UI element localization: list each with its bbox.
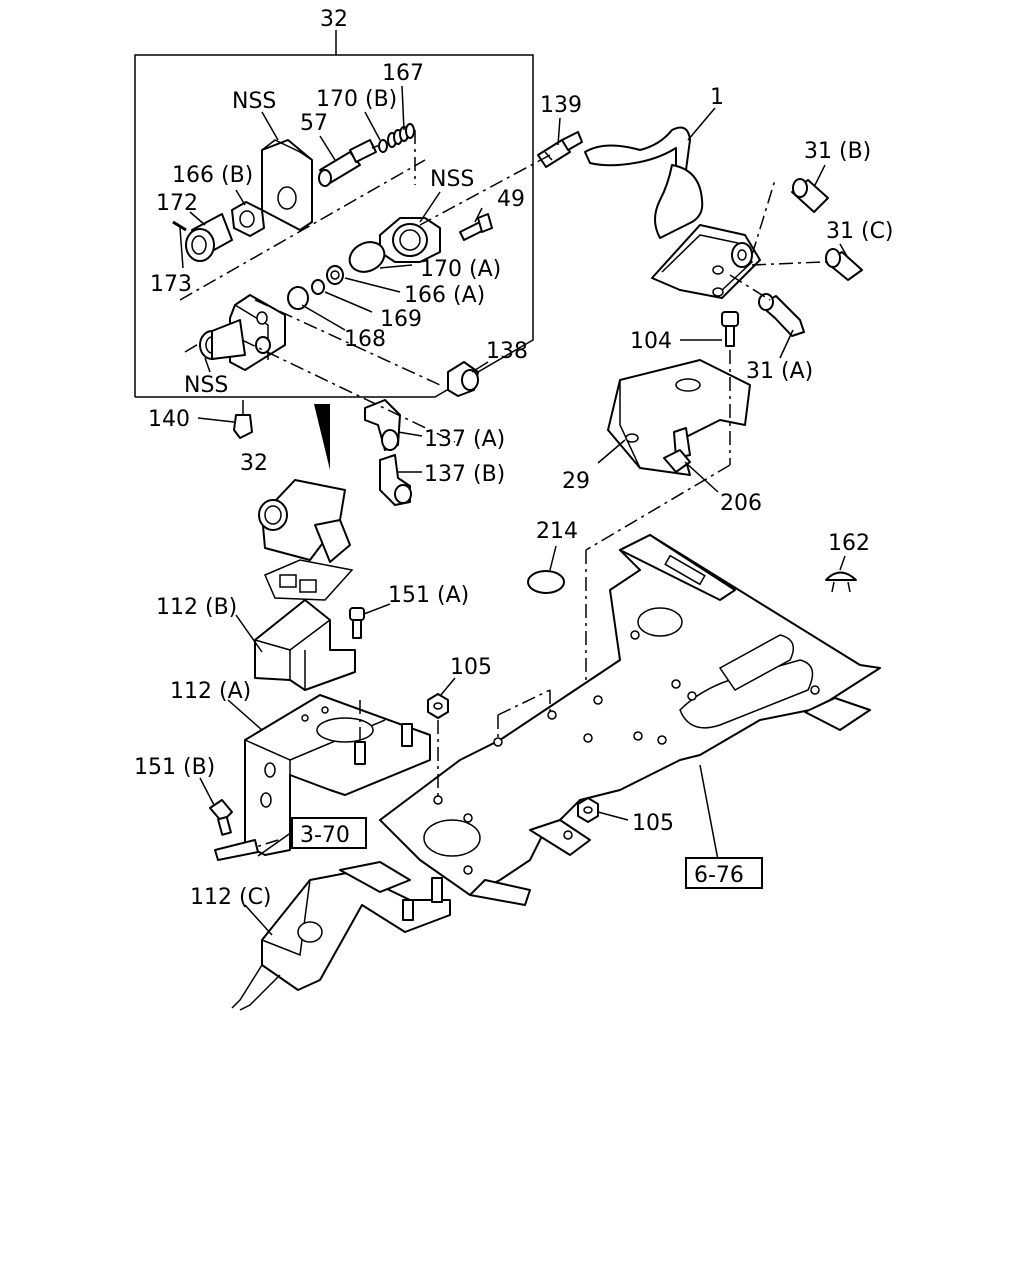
fitting-31a	[758, 293, 805, 337]
label-137b: 137 (B)	[424, 462, 505, 487]
label-166a: 166 (A)	[404, 283, 485, 308]
label-1: 1	[710, 85, 724, 110]
elbow-137a	[364, 399, 401, 451]
callout-labels: 32 167 NSS 170 (B) 57 166 (B) NSS 172 49…	[134, 7, 894, 910]
bracket-112c	[231, 861, 451, 1011]
o-ring-170a	[348, 241, 386, 273]
label-49: 49	[497, 187, 525, 212]
label-57: 57	[300, 111, 328, 136]
label-32-top: 32	[320, 7, 348, 32]
label-3-70: 3-70	[300, 823, 350, 848]
label-167: 167	[382, 61, 424, 86]
label-104: 104	[630, 329, 672, 354]
plate-nss	[261, 139, 313, 231]
nut-166a	[326, 265, 344, 285]
label-139: 139	[540, 93, 582, 118]
label-nss-valve: NSS	[184, 373, 228, 398]
nut-105-lower	[577, 797, 599, 823]
flange-nss	[379, 217, 441, 263]
elbow-137b	[379, 454, 412, 506]
label-151a: 151 (A)	[388, 583, 469, 608]
label-140: 140	[148, 407, 190, 432]
ref-box-6-76	[685, 857, 763, 889]
label-170a: 170 (A)	[420, 257, 501, 282]
bolt-49	[459, 213, 493, 241]
bolt-151b	[209, 799, 233, 836]
clip-162	[825, 571, 857, 593]
label-162: 162	[828, 531, 870, 556]
label-151b: 151 (B)	[134, 755, 215, 780]
label-206: 206	[720, 491, 762, 516]
ref-box-3-70	[291, 817, 367, 849]
label-nss-plate: NSS	[232, 89, 276, 114]
label-105-lower: 105	[632, 811, 674, 836]
spring-167	[387, 123, 415, 148]
label-137a: 137 (A)	[424, 427, 505, 452]
fitting-31b	[791, 178, 829, 213]
label-6-76: 6-76	[694, 863, 744, 888]
label-214: 214	[536, 519, 578, 544]
label-32-mid: 32	[240, 451, 268, 476]
label-31c: 31 (C)	[826, 219, 894, 244]
shift-lever-1	[584, 126, 761, 299]
label-166b: 166 (B)	[172, 163, 253, 188]
bracket-112a	[244, 694, 431, 856]
label-170b: 170 (B)	[316, 87, 397, 112]
label-172: 172	[156, 191, 198, 216]
label-29: 29	[562, 469, 590, 494]
label-168: 168	[344, 327, 386, 352]
bolt-104	[721, 311, 739, 347]
label-169: 169	[380, 307, 422, 332]
fitting-139	[537, 131, 583, 168]
label-112a: 112 (A)	[170, 679, 251, 704]
nut-166b	[231, 201, 265, 237]
fitting-140	[233, 400, 253, 439]
pin-172	[185, 213, 233, 262]
label-112b: 112 (B)	[156, 595, 237, 620]
base-plate	[379, 534, 881, 906]
bolt-206	[663, 427, 691, 473]
o-ring-170b	[378, 139, 388, 153]
label-105-upper: 105	[450, 655, 492, 680]
cotter-173	[172, 220, 187, 232]
label-31b: 31 (B)	[804, 139, 871, 164]
label-31a: 31 (A)	[746, 359, 813, 384]
direction-arrow	[314, 404, 330, 470]
fitting-31c	[825, 248, 863, 281]
leader-lines	[179, 85, 849, 936]
washer-168	[287, 286, 309, 310]
label-138: 138	[486, 339, 528, 364]
plug-214	[527, 570, 565, 594]
bracket-29	[607, 359, 751, 476]
valve-assembly-32	[258, 479, 354, 601]
shaft-57	[318, 139, 381, 187]
label-112c: 112 (C)	[190, 885, 272, 910]
elbow-138	[447, 361, 479, 397]
label-nss-flange: NSS	[430, 167, 474, 192]
bolt-151a	[349, 607, 365, 639]
washer-169	[311, 279, 325, 295]
valve-body-nss	[199, 294, 286, 371]
nut-105-upper	[427, 693, 449, 719]
bracket-112b	[254, 599, 356, 691]
label-173: 173	[150, 272, 192, 297]
